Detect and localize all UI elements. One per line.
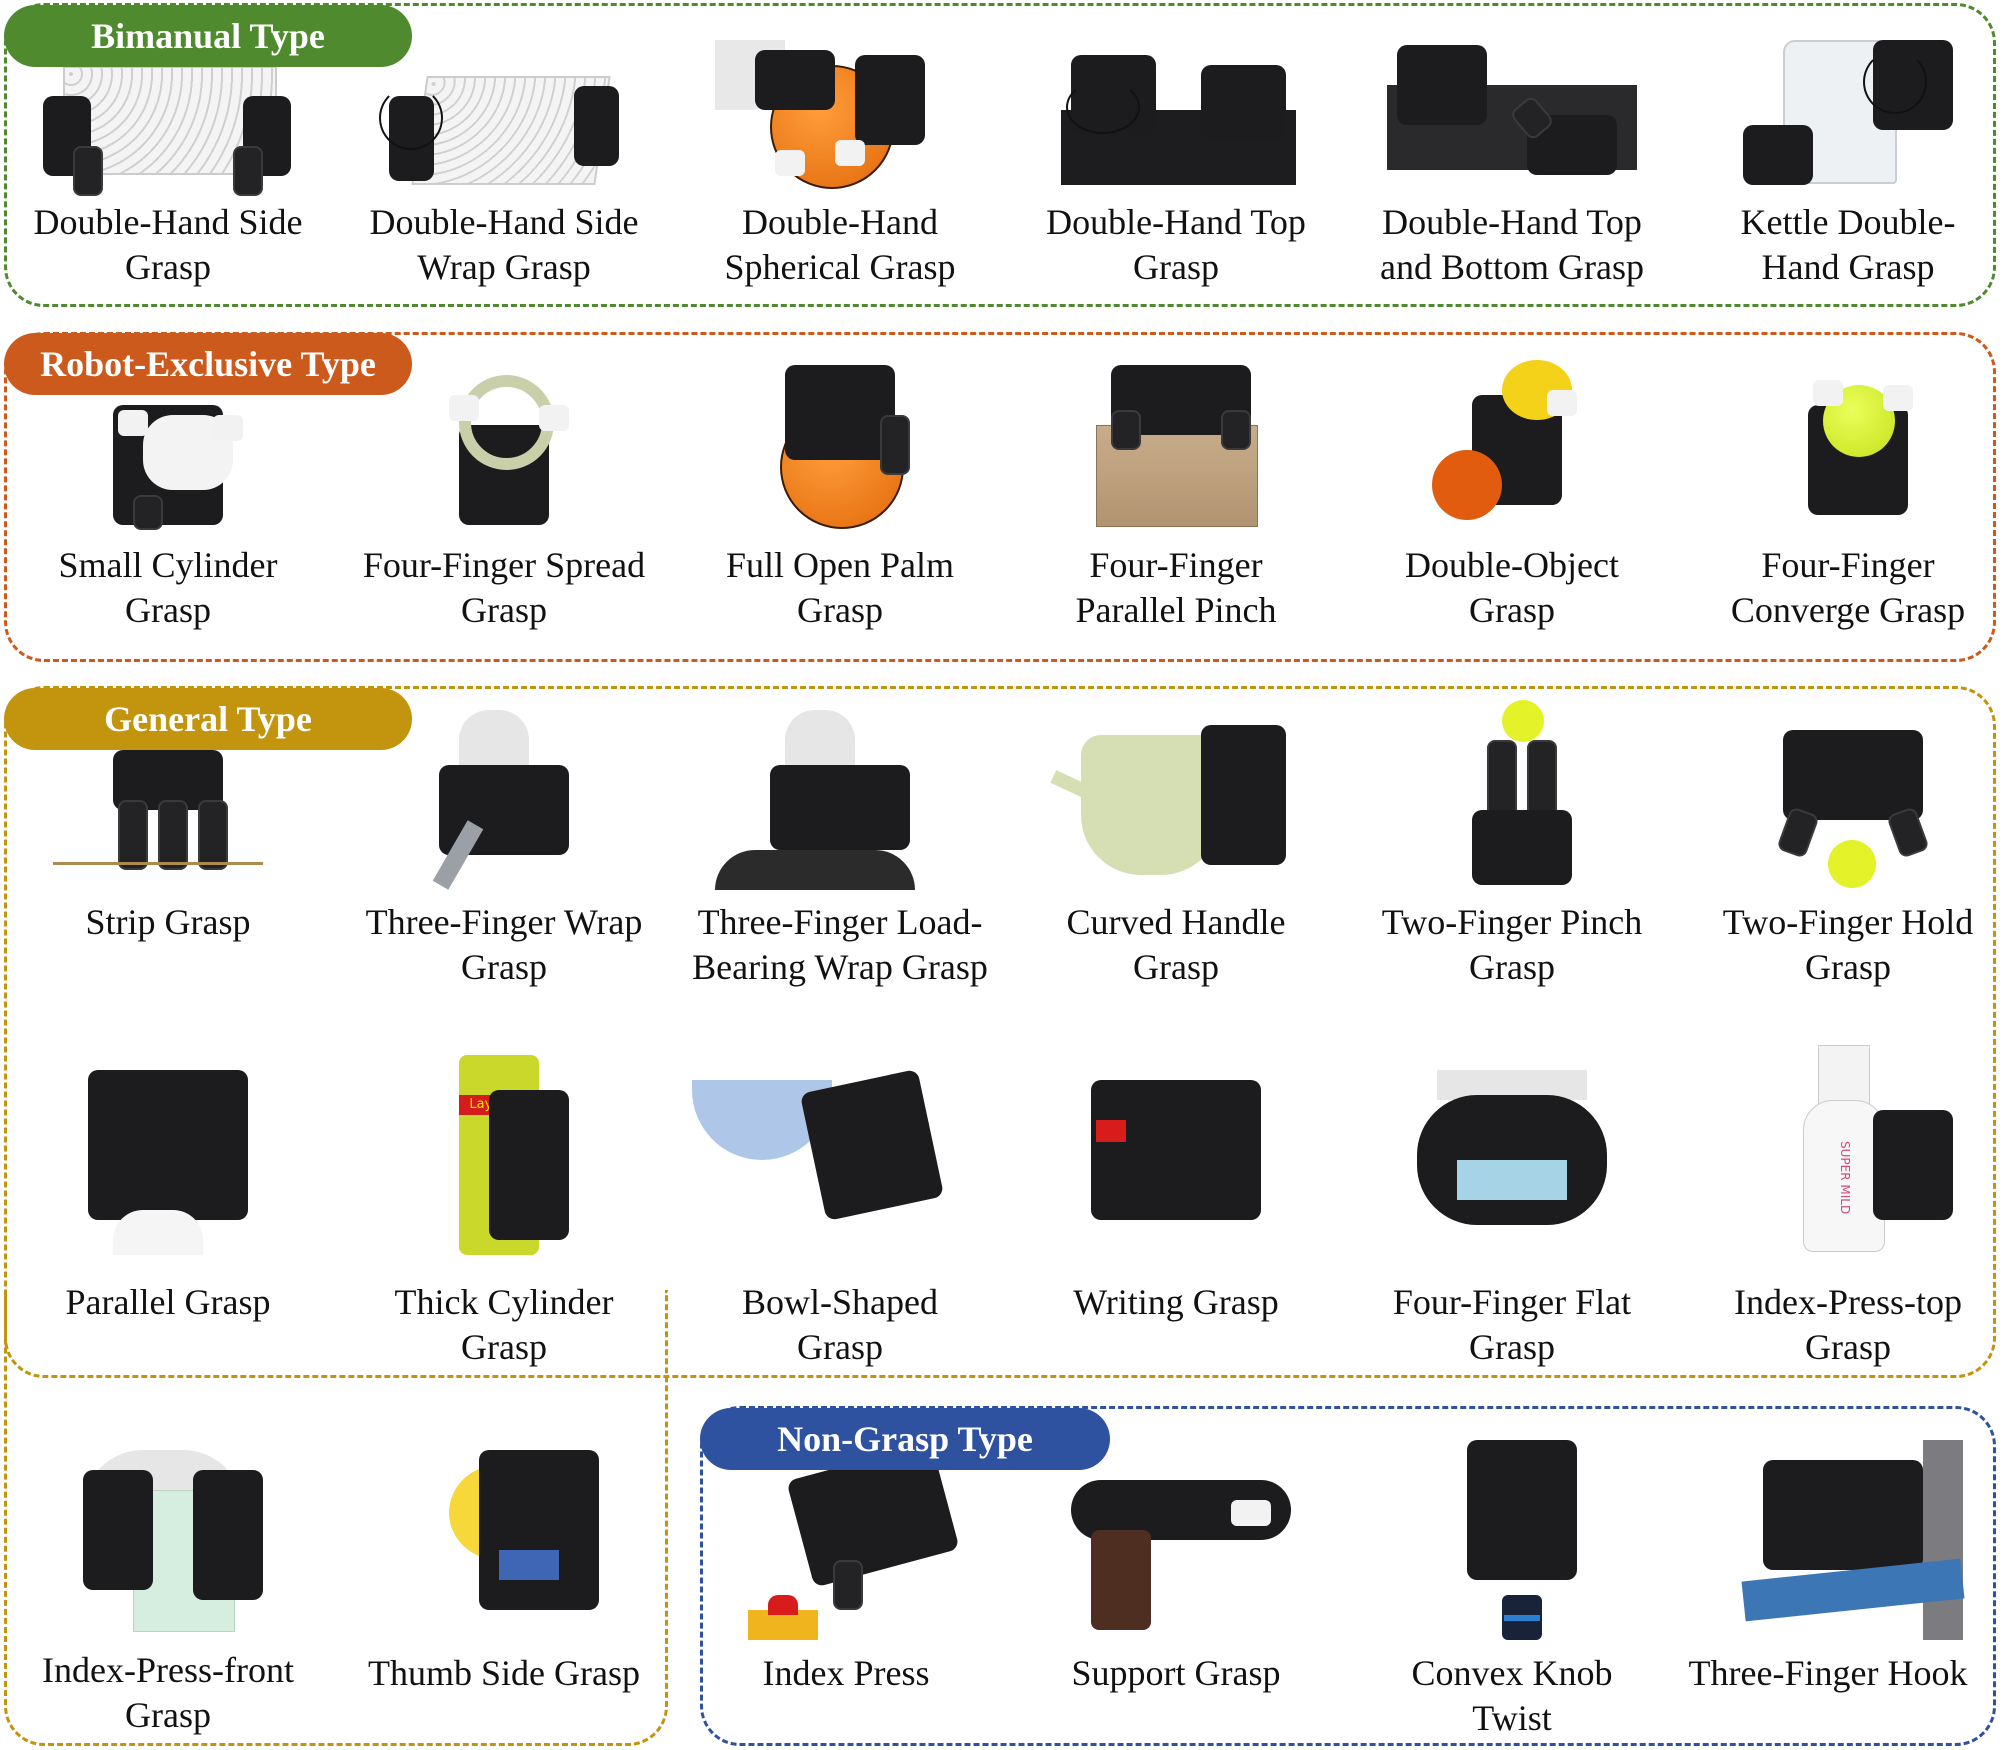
robot-hand-photo: [1051, 1070, 1301, 1250]
robot-hand-photo: [692, 1060, 945, 1260]
grasp-label: Grasp: [125, 1695, 211, 1735]
grasp-label: Four-Finger: [1761, 545, 1935, 585]
general-group-title: General Type: [4, 688, 412, 750]
grasp-label: Hand Grasp: [1761, 247, 1935, 287]
robot-hand-photo: [379, 1430, 629, 1630]
grasp-label: Thumb Side Grasp: [368, 1653, 640, 1693]
non-grasp-group-title: Non-Grasp Type: [700, 1408, 1110, 1470]
grasp-label: Three-Finger Load-: [697, 902, 983, 942]
robot-hand-photo: [43, 1430, 293, 1632]
grasp-label: Support Grasp: [1071, 1653, 1281, 1693]
robot-hand-photo: [379, 710, 629, 890]
robot-exclusive-group-title: Robot-Exclusive Type: [4, 333, 412, 395]
robot-hand-photo: [1387, 1440, 1637, 1640]
robot-hand-photo: [748, 1442, 998, 1640]
grasp-label: Converge Grasp: [1730, 590, 1966, 630]
robot-hand-photo: [43, 385, 293, 535]
robot-hand-photo: [1051, 40, 1301, 200]
grasp-label: Full Open Palm: [725, 545, 954, 585]
robot-hand-photo: [379, 355, 629, 535]
robot-hand-photo: [1387, 700, 1637, 890]
grasp-label: Convex Knob: [1411, 1653, 1613, 1693]
grasp-label: Grasp: [1805, 1327, 1891, 1367]
robot-hand-photo: [379, 56, 629, 206]
robot-hand-photo: [1051, 355, 1301, 535]
robot-hand-photo: [715, 355, 965, 535]
grasp-label: Grasp: [1805, 947, 1891, 987]
grasp-label: Grasp: [797, 590, 883, 630]
robot-hand-photo: [1723, 355, 1973, 535]
grasp-label: Kettle Double-: [1740, 202, 1956, 242]
grasp-label: Parallel Pinch: [1075, 590, 1277, 630]
grasp-label: Three-Finger Wrap: [365, 902, 643, 942]
grasp-label: Four-Finger Flat: [1392, 1282, 1632, 1322]
grasp-label: Double-Hand Side: [33, 202, 303, 242]
robot-hand-photo: [1387, 1070, 1637, 1250]
robot-hand-photo: [715, 40, 965, 200]
grasp-label: Parallel Grasp: [65, 1282, 271, 1322]
robot-hand-photo: [43, 750, 293, 880]
robot-exclusive-group-frame: [4, 332, 1996, 662]
grasp-label: Double-Hand Top: [1046, 202, 1306, 242]
grasp-label: Grasp: [1469, 590, 1555, 630]
grasp-label: Grasp: [1133, 947, 1219, 987]
grasp-label: Grasp: [125, 247, 211, 287]
grasp-label: Grasp: [797, 1327, 883, 1367]
bottle-label: SUPER MILD: [1838, 1141, 1852, 1215]
robot-hand-photo: [1723, 30, 1973, 200]
grasp-label: Two-Finger Hold: [1722, 902, 1974, 942]
robot-hand-photo: [1703, 1440, 1965, 1640]
grasp-label: Small Cylinder: [58, 545, 278, 585]
robot-hand-photo: Lay's乐事: [379, 1050, 629, 1260]
grasp-label: Wrap Grasp: [417, 247, 591, 287]
grasp-label: Double-Hand: [742, 202, 938, 242]
grasp-label: Grasp: [461, 590, 547, 630]
grasp-label: and Bottom Grasp: [1380, 247, 1644, 287]
grasp-label: Index-Press-front: [42, 1650, 294, 1690]
bimanual-group-frame: [4, 3, 1996, 307]
grasp-label: Double-Object: [1405, 545, 1619, 585]
grasp-label: Grasp: [461, 947, 547, 987]
grasp-label: Grasp: [1469, 947, 1555, 987]
grasp-label: Grasp: [1133, 247, 1219, 287]
grasp-label: Index Press: [762, 1653, 930, 1693]
general-group-frame-bottom: [4, 1290, 668, 1746]
robot-hand-photo: [1050, 720, 1301, 880]
grasp-label: Twist: [1472, 1698, 1552, 1738]
grasp-label: Grasp: [125, 590, 211, 630]
robot-hand-photo: [1387, 40, 1637, 200]
robot-hand-photo: [43, 1070, 293, 1260]
grasp-label: Three-Finger Hook: [1688, 1653, 1968, 1693]
grasp-label: Strip Grasp: [85, 902, 251, 942]
grasp-label: Bearing Wrap Grasp: [692, 947, 988, 987]
grasp-label: Curved Handle: [1066, 902, 1286, 942]
grasp-label: Thick Cylinder: [394, 1282, 614, 1322]
grasp-label: Index-Press-top: [1734, 1282, 1962, 1322]
grasp-label: Bowl-Shaped: [742, 1282, 938, 1322]
bimanual-group-title: Bimanual Type: [4, 5, 412, 67]
robot-hand-photo: [1387, 355, 1637, 535]
grasp-label: Double-Hand Side: [369, 202, 639, 242]
robot-hand-photo: [1723, 710, 1973, 890]
grasp-label: Writing Grasp: [1073, 1282, 1279, 1322]
robot-hand-photo: [715, 710, 965, 890]
robot-hand-photo: SUPER MILD: [1723, 1040, 1973, 1260]
robot-hand-photo: [43, 56, 293, 206]
grasp-label: Grasp: [1469, 1327, 1555, 1367]
grasp-label: Grasp: [461, 1327, 547, 1367]
general-group-frame-top: [4, 686, 1996, 1378]
grasp-label: Four-Finger: [1089, 545, 1263, 585]
robot-hand-photo: [1051, 1460, 1301, 1640]
grasp-label: Double-Hand Top: [1382, 202, 1642, 242]
grasp-label: Two-Finger Pinch: [1381, 902, 1643, 942]
grasp-label: Four-Finger Spread: [362, 545, 646, 585]
grasp-label: Spherical Grasp: [724, 247, 956, 287]
